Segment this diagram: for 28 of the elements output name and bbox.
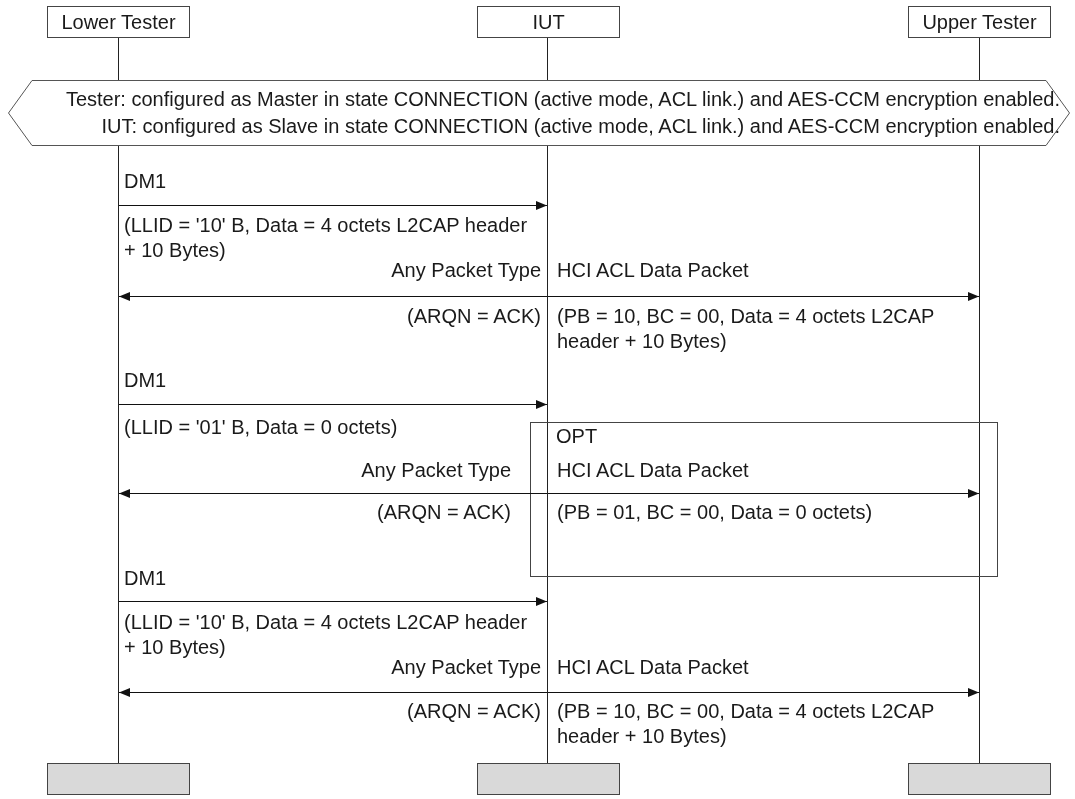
lifeline — [118, 38, 119, 763]
message-parameters: (PB = 10, BC = 00, Data = 4 octets L2CAP header + 10 Bytes) — [557, 304, 936, 354]
message-parameters: (ARQN = ACK) — [377, 500, 511, 525]
participant-box: IUT — [477, 6, 620, 38]
message-arrow — [118, 688, 548, 697]
message-parameters: (PB = 10, BC = 00, Data = 4 octets L2CAP header + 10 Bytes) — [557, 699, 936, 749]
lifeline — [979, 38, 980, 763]
message-arrow — [118, 292, 548, 301]
condition-text: Tester: configured as Master in state CONNECTION (active mode, ACL link.) and AES-CCM encryption enabled. — [65, 87, 1060, 112]
message-parameters: OPT — [556, 424, 598, 449]
lifeline-end-box — [477, 763, 620, 795]
participant-box: Lower Tester — [47, 6, 190, 38]
message-arrow — [547, 489, 980, 498]
lifeline-end-box — [908, 763, 1051, 795]
lifeline — [547, 38, 548, 763]
message-arrow — [118, 489, 548, 498]
message-arrow — [118, 597, 548, 606]
message-parameters: (LLID = '01' B, Data = 0 octets) — [124, 415, 398, 440]
condition-text: IUT: configured as Slave in state CONNECTION (active mode, ACL link.) and AES-CCM encryption enabled. — [101, 114, 1060, 139]
message-parameters: (ARQN = ACK) — [407, 699, 541, 724]
message-arrow — [118, 400, 548, 409]
message-arrow — [547, 292, 980, 301]
message-arrow — [118, 201, 548, 210]
participant-box: Upper Tester — [908, 6, 1051, 38]
lifeline-end-box — [47, 763, 190, 795]
message-arrow — [547, 688, 980, 697]
message-parameters: (PB = 01, BC = 00, Data = 0 octets) — [557, 500, 873, 525]
message-parameters: (ARQN = ACK) — [407, 304, 541, 329]
